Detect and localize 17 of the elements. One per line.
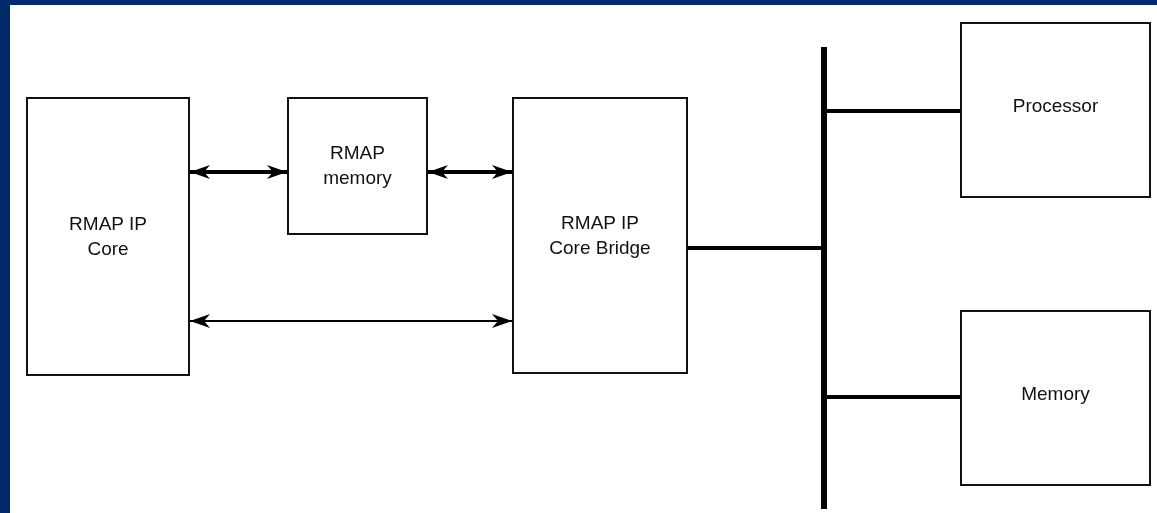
block-label: Memory [1021, 382, 1090, 406]
block-label: Processor [1012, 94, 1099, 118]
double-arrow [428, 165, 512, 179]
block-box [960, 310, 1151, 486]
connector-line [688, 246, 821, 250]
block-label: RMAP IP Core [68, 211, 148, 261]
bus-bar [821, 47, 827, 509]
block-box [512, 97, 688, 374]
connector-line [827, 395, 960, 399]
block-box [287, 97, 428, 235]
double-arrow [190, 165, 287, 179]
connector-line [827, 109, 960, 113]
block-label: RMAP memory [322, 141, 393, 190]
block-label: RMAP IP Core Bridge [548, 210, 652, 260]
double-arrow [189, 314, 513, 328]
block-box [26, 97, 190, 376]
block-box [960, 22, 1151, 198]
